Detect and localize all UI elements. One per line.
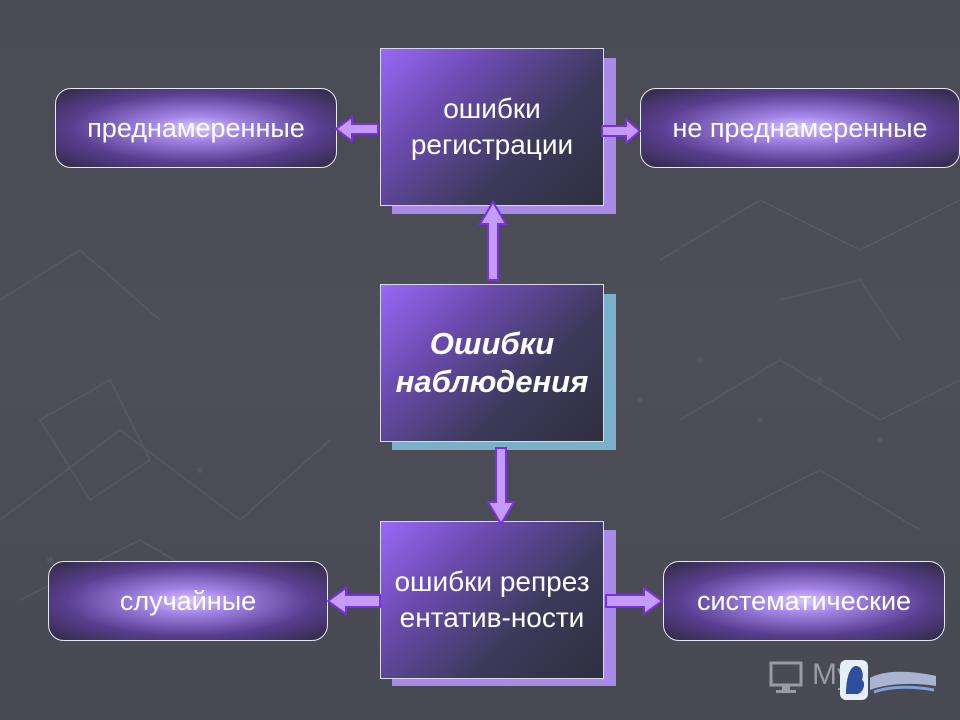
monitor-icon <box>769 661 803 693</box>
arrow-left-to-intentional <box>334 115 379 143</box>
unintentional-label: не преднамеренные <box>672 112 928 143</box>
systematic-pill: систематические <box>663 561 945 641</box>
intentional-pill: преднамеренные <box>55 88 337 168</box>
representativeness-errors-label: ошибки репрезентатив-ности <box>394 566 590 633</box>
registration-errors-box: ошибки регистрации <box>380 48 604 206</box>
random-pill: случайные <box>48 561 328 641</box>
observation-errors-label: Ошибки наблюдения <box>395 326 589 399</box>
intentional-label: преднамеренные <box>87 112 305 143</box>
arrow-right-to-unintentional <box>601 116 642 146</box>
arrow-down-to-representativeness <box>486 447 516 526</box>
observation-errors-box: Ошибки наблюдения <box>380 284 604 442</box>
arrow-right-to-systematic <box>605 586 664 616</box>
unintentional-pill: не преднамеренные <box>640 88 960 168</box>
lion-emblem-icon <box>840 660 936 700</box>
arrow-left-to-random <box>326 586 381 616</box>
registration-errors-label: ошибки регистрации <box>410 93 574 160</box>
random-label: случайные <box>119 585 257 616</box>
representativeness-errors-box: ошибки репрезентатив-ности <box>380 521 604 679</box>
systematic-label: систематические <box>696 585 912 616</box>
watermark-logo: My <box>768 656 948 706</box>
arrow-up-to-registration <box>478 200 508 281</box>
